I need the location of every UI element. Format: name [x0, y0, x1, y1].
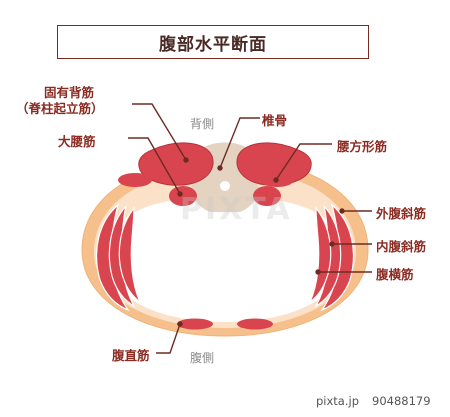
- erector-spinae-right: [236, 142, 312, 186]
- leader-lines: [128, 103, 372, 354]
- label-back-side: 背側: [190, 117, 215, 131]
- leader-vertebra: [219, 117, 260, 169]
- lateral-muscles-left: [95, 203, 142, 312]
- quadratus-left: [118, 173, 152, 187]
- label-front-side: 腹側: [190, 351, 215, 365]
- rectus-right: [237, 318, 273, 330]
- watermark: PIXTA: [180, 192, 293, 227]
- label-vertebra: 椎骨: [262, 113, 288, 128]
- leader-psoas: [128, 137, 181, 195]
- page-title: 腹部水平断面: [159, 34, 267, 55]
- title-box: 腹部水平断面: [57, 25, 369, 59]
- leader-rectus: [156, 323, 181, 354]
- label-transversus: 腹横筋: [376, 267, 414, 282]
- spinal-canal: [220, 181, 230, 191]
- label-internal-oblique: 内腹斜筋: [376, 239, 427, 254]
- transversus-right: [308, 206, 332, 304]
- abdominal-cavity: [106, 197, 344, 322]
- label-quadratus: 腰方形筋: [337, 139, 388, 154]
- label-psoas: 大腰筋: [58, 134, 96, 149]
- label-external-oblique: 外腹斜筋: [376, 206, 427, 221]
- label-erector-line1: 固有背筋: [44, 85, 95, 100]
- label-rectus: 腹直筋: [112, 348, 150, 363]
- rectus-left: [177, 318, 213, 330]
- psoas-right: [253, 186, 281, 206]
- footer-site: pixta.jp: [316, 394, 360, 408]
- leader-quadratus: [275, 143, 332, 181]
- footer-image-id: 90488179: [372, 394, 431, 408]
- lateral-muscles-right: [308, 203, 355, 312]
- psoas-left: [169, 186, 197, 206]
- label-erector-line2: （脊柱起立筋）: [16, 101, 104, 116]
- leader-erector: [132, 103, 187, 161]
